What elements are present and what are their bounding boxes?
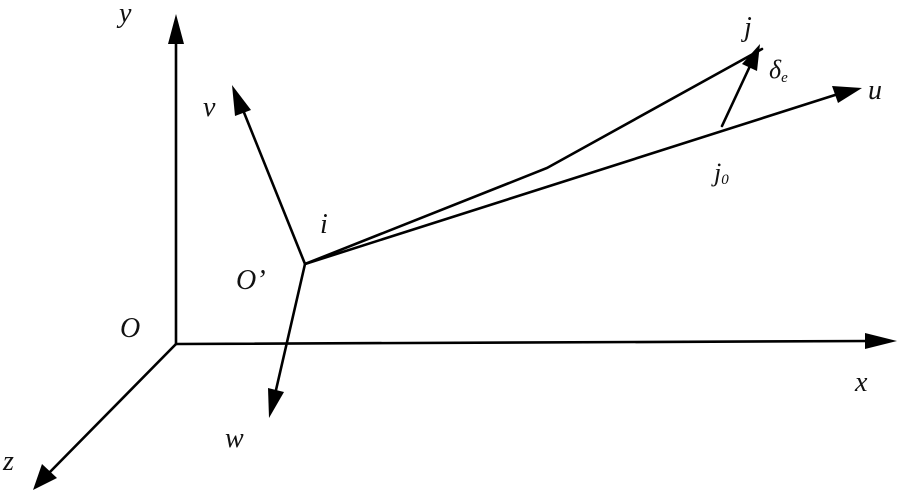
y-axis-label: y <box>116 0 132 29</box>
node-j0-label: j0 <box>711 158 729 188</box>
v-axis <box>241 108 307 266</box>
labels: y x z O O’ u v w i j j0 δe <box>2 0 882 477</box>
local-axes <box>232 85 862 418</box>
x-axis-label: x <box>854 367 868 398</box>
delta-e-arrow <box>720 64 752 128</box>
v-axis-label: v <box>203 92 216 123</box>
global-axes <box>33 14 897 490</box>
node-j0-main: j <box>711 158 721 187</box>
delta-e-arrowhead <box>742 44 760 71</box>
delta-e-subscript: e <box>781 70 788 86</box>
v-axis-arrowhead <box>232 85 251 116</box>
z-axis-label: z <box>2 446 14 477</box>
u-axis-label: u <box>868 75 882 106</box>
u-axis-arrowhead <box>832 86 862 103</box>
delta-e-main: δ <box>769 55 782 84</box>
u-axis <box>303 93 837 266</box>
node-j-label: j <box>741 12 752 43</box>
delta-e-label: δe <box>769 55 788 86</box>
w-axis-label: w <box>225 423 244 454</box>
w-axis-arrowhead <box>268 388 284 418</box>
origin-prime-label: O’ <box>236 265 266 296</box>
y-axis-arrowhead <box>168 14 184 44</box>
node-j0-subscript: 0 <box>721 172 729 188</box>
z-axis-arrowhead <box>33 464 57 490</box>
z-axis <box>44 342 178 478</box>
x-axis <box>174 339 872 346</box>
w-axis <box>274 262 307 392</box>
node-i-label: i <box>320 209 328 240</box>
element-line-deformed <box>303 47 764 266</box>
origin-label: O <box>120 313 140 344</box>
element-lines <box>303 44 764 266</box>
x-axis-arrowhead <box>865 333 897 349</box>
